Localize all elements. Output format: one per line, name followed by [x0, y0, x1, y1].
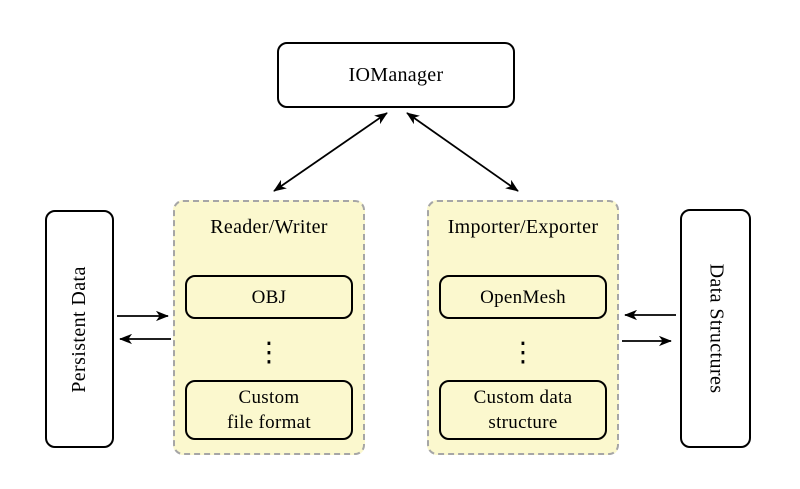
- persistent-data-label: Persistent Data: [68, 265, 90, 393]
- importer-exporter-ellipsis: ⋮: [509, 336, 537, 368]
- iomanager-node: IOManager: [277, 42, 515, 108]
- persistent-data-node: Persistent Data: [45, 210, 114, 448]
- obj-label: OBJ: [251, 286, 287, 308]
- arrow-iomanager-reader-writer: [273, 112, 388, 192]
- custom-file-format-line1: Custom: [238, 387, 300, 408]
- openmesh-label: OpenMesh: [480, 286, 566, 308]
- custom-data-structure-line1: Custom data: [473, 387, 573, 408]
- custom-file-format-node: Custom file format: [185, 380, 353, 440]
- importer-exporter-title: Importer/Exporter: [447, 216, 599, 238]
- data-structures-node: Data Structures: [680, 209, 751, 448]
- reader-writer-container: Reader/Writer OBJ ⋮ Custom file format: [173, 200, 365, 455]
- openmesh-node: OpenMesh: [439, 275, 607, 319]
- custom-data-structure-line2: structure: [488, 412, 558, 433]
- reader-writer-title: Reader/Writer: [210, 216, 328, 238]
- iomanager-label: IOManager: [348, 63, 444, 86]
- data-structures-label: Data Structures: [705, 263, 728, 394]
- reader-writer-ellipsis: ⋮: [255, 336, 283, 368]
- custom-file-format-line2: file format: [226, 412, 311, 433]
- importer-exporter-container: Importer/Exporter OpenMesh ⋮ Custom data…: [427, 200, 619, 455]
- arrow-iomanager-importer-exporter: [406, 112, 519, 192]
- custom-data-structure-node: Custom data structure: [439, 380, 607, 440]
- obj-node: OBJ: [185, 275, 353, 319]
